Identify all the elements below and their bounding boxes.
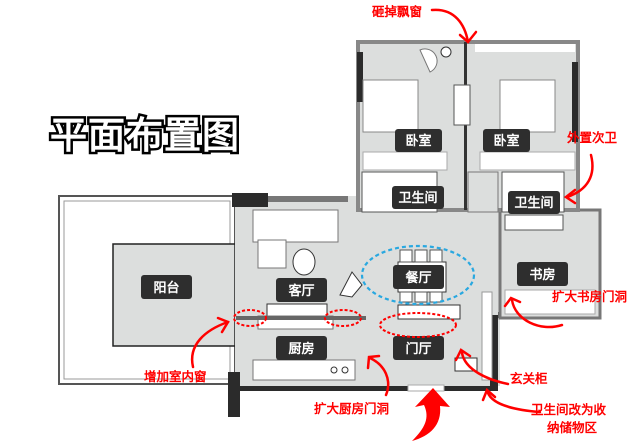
arrow-icon — [503, 296, 522, 308]
arrow-icon — [216, 316, 230, 334]
note-enlarge-kitchen-door: 扩大厨房门洞 — [314, 401, 389, 416]
arrow-icon — [485, 388, 542, 414]
arrow-icon — [563, 188, 577, 205]
annotation-arrows — [190, 8, 594, 414]
note-add-indoor-window: 增加室内窗 — [144, 369, 207, 384]
note-external-bathroom: 外置次卫 — [566, 130, 618, 145]
label-study: 书房 — [529, 267, 555, 283]
annotations: 砸掉飘窗 外置次卫 扩大书房门洞 玄关柜 增加室内窗 扩大厨房门洞 卫生间改为收… — [144, 4, 627, 435]
note-entry-cabinet: 玄关柜 — [510, 371, 548, 386]
bedrooms-block — [356, 40, 580, 213]
arrow-icon — [190, 320, 230, 369]
arrow-icon — [454, 348, 472, 362]
label-balcony: 阳台 — [153, 280, 179, 296]
room-labels: 卧室 卧室 卫生间 卫生间 阳台 客厅 餐厅 书房 厨房 门厅 — [141, 129, 568, 360]
entry-cabinet-highlight — [379, 312, 457, 338]
note-bathroom-to-storage-line2: 纳储物区 — [547, 420, 598, 435]
arrow-icon — [460, 351, 510, 386]
arrow-icon — [366, 354, 381, 370]
dining-highlight — [360, 244, 476, 306]
label-foyer: 门厅 — [405, 341, 431, 357]
label-bedroom-left: 卧室 — [405, 133, 431, 149]
label-living-room: 客厅 — [288, 283, 314, 299]
indoor-window-highlight-right — [324, 309, 362, 327]
label-bathroom-right: 卫生间 — [514, 195, 553, 211]
label-bedroom-right: 卧室 — [493, 133, 519, 149]
note-enlarge-study-door: 扩大书房门洞 — [552, 289, 627, 304]
arrow-icon — [481, 387, 497, 402]
note-bathroom-to-storage-line1: 卫生间改为收 — [531, 402, 607, 417]
arrow-icon — [565, 153, 594, 199]
note-remove-bay-window: 砸掉飘窗 — [372, 4, 422, 19]
label-bathroom-left: 卫生间 — [398, 190, 437, 206]
arrow-icon — [458, 30, 478, 44]
page-title: 平面布置图 — [50, 114, 240, 157]
indoor-window-highlight-left — [233, 309, 267, 327]
label-dining-room: 餐厅 — [404, 270, 431, 286]
arrow-icon — [430, 8, 470, 44]
arrow-icon — [368, 356, 390, 397]
label-kitchen: 厨房 — [288, 341, 314, 357]
arrow-icon — [510, 298, 564, 329]
entrance-arrow-icon — [412, 388, 450, 441]
